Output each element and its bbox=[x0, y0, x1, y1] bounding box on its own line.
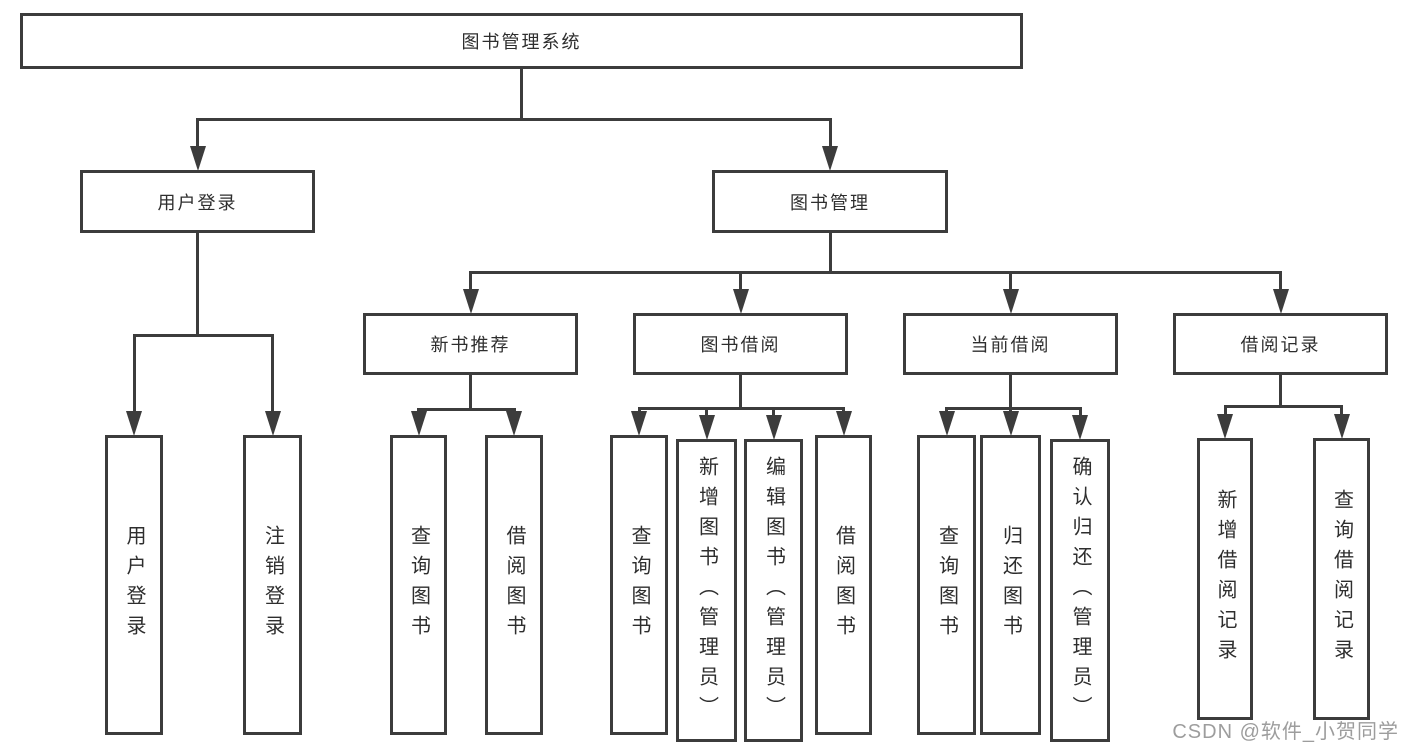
edge-bus-user-login bbox=[132, 333, 274, 337]
node-box-leaf-add-borrow-record: 新增借阅记录 bbox=[1197, 438, 1253, 720]
arrowhead-icon-new-book-rec bbox=[462, 289, 479, 314]
node-label-leaf-borrow-books-rec: 借阅图书 bbox=[503, 525, 525, 645]
node-box-leaf-confirm-return: 确认归还（管理员） bbox=[1050, 439, 1110, 742]
edge-bus-book-mgmt bbox=[469, 270, 1282, 274]
arrowhead-icon-book-mgmt bbox=[822, 146, 838, 171]
arrowhead-icon-leaf-logout bbox=[264, 411, 281, 436]
arrowhead-icon-current-borrow bbox=[1002, 289, 1019, 314]
edge-bus-new-book-rec bbox=[417, 407, 516, 411]
edge-stem-root bbox=[520, 69, 523, 119]
node-box-leaf-query-books-rec: 查询图书 bbox=[390, 435, 447, 735]
edge-drop-leaf-user-login bbox=[132, 335, 136, 429]
arrowhead-icon-book-borrow bbox=[732, 289, 749, 314]
node-label-book-borrow: 图书借阅 bbox=[700, 335, 781, 355]
node-label-new-book-rec: 新书推荐 bbox=[430, 335, 511, 355]
node-box-leaf-borrow-books: 借阅图书 bbox=[815, 435, 872, 735]
node-label-leaf-user-login: 用户登录 bbox=[123, 525, 145, 645]
node-box-leaf-user-login: 用户登录 bbox=[105, 435, 163, 735]
arrowhead-icon-leaf-query-books-borrow bbox=[631, 411, 647, 436]
node-box-leaf-return-books: 归还图书 bbox=[980, 435, 1041, 735]
arrowhead-icon-user-login bbox=[189, 146, 206, 171]
edge-stem-current-borrow bbox=[1009, 375, 1012, 408]
node-label-leaf-query-books-borrow: 查询图书 bbox=[628, 525, 650, 645]
node-box-user-login: 用户登录 bbox=[80, 170, 315, 233]
node-label-leaf-add-borrow-record: 新增借阅记录 bbox=[1214, 489, 1236, 669]
node-label-book-mgmt: 图书管理 bbox=[790, 192, 870, 213]
node-box-leaf-logout: 注销登录 bbox=[243, 435, 302, 735]
node-box-root: 图书管理系统 bbox=[20, 13, 1023, 69]
node-box-current-borrow: 当前借阅 bbox=[903, 313, 1118, 375]
node-box-leaf-query-books-borrow: 查询图书 bbox=[610, 435, 668, 735]
node-label-user-login: 用户登录 bbox=[157, 192, 238, 213]
csdn-watermark: CSDN @软件_小贺同学 bbox=[1172, 721, 1399, 743]
arrowhead-icon-leaf-add-books bbox=[698, 415, 715, 440]
edge-stem-book-borrow bbox=[739, 375, 742, 408]
edge-bus-book-borrow bbox=[637, 406, 845, 410]
node-label-leaf-query-borrow-record: 查询借阅记录 bbox=[1330, 489, 1353, 669]
node-label-leaf-borrow-books: 借阅图书 bbox=[832, 525, 855, 645]
arrowhead-icon-leaf-user-login bbox=[126, 411, 142, 436]
arrowhead-icon-leaf-add-borrow-record bbox=[1217, 414, 1233, 439]
edge-stem-user-login bbox=[196, 233, 199, 335]
node-label-current-borrow: 当前借阅 bbox=[970, 335, 1051, 355]
edge-drop-book-mgmt bbox=[828, 119, 832, 164]
node-box-leaf-query-borrow-record: 查询借阅记录 bbox=[1313, 438, 1370, 720]
arrowhead-icon-leaf-borrow-books bbox=[835, 411, 852, 436]
node-label-leaf-confirm-return: 确认归还（管理员） bbox=[1069, 455, 1091, 726]
arrowhead-icon-leaf-confirm-return bbox=[1072, 415, 1088, 440]
node-box-leaf-query-books-current: 查询图书 bbox=[917, 435, 976, 735]
node-box-leaf-borrow-books-rec: 借阅图书 bbox=[485, 435, 543, 735]
node-label-borrow-records: 借阅记录 bbox=[1240, 335, 1321, 355]
arrowhead-icon-borrow-records bbox=[1272, 289, 1289, 314]
node-label-leaf-return-books: 归还图书 bbox=[999, 525, 1022, 645]
edge-bus-borrow-records bbox=[1223, 404, 1343, 408]
node-label-leaf-logout: 注销登录 bbox=[261, 525, 284, 645]
arrowhead-icon-leaf-edit-books bbox=[765, 415, 782, 440]
edge-drop-user-login bbox=[196, 119, 199, 164]
arrowhead-icon-leaf-borrow-books-rec bbox=[506, 411, 522, 436]
node-label-leaf-query-books-current: 查询图书 bbox=[935, 525, 958, 645]
edge-bus-root bbox=[196, 117, 832, 121]
node-box-leaf-add-books: 新增图书（管理员） bbox=[676, 439, 737, 742]
node-box-borrow-records: 借阅记录 bbox=[1173, 313, 1388, 375]
edge-bus-current-borrow bbox=[945, 406, 1082, 410]
arrowhead-icon-leaf-return-books bbox=[1002, 411, 1019, 436]
node-box-leaf-edit-books: 编辑图书（管理员） bbox=[744, 439, 803, 742]
node-box-new-book-rec: 新书推荐 bbox=[363, 313, 578, 375]
arrowhead-icon-leaf-query-books-current bbox=[938, 411, 955, 436]
edge-stem-new-book-rec bbox=[469, 375, 472, 409]
node-label-leaf-query-books-rec: 查询图书 bbox=[407, 525, 430, 645]
node-label-leaf-add-books: 新增图书（管理员） bbox=[695, 455, 718, 726]
arrowhead-icon-leaf-query-books-rec bbox=[410, 411, 427, 436]
edge-drop-leaf-logout bbox=[271, 335, 274, 429]
edge-stem-book-mgmt bbox=[828, 233, 832, 272]
arrowhead-icon-leaf-query-borrow-record bbox=[1333, 414, 1350, 439]
node-box-book-borrow: 图书借阅 bbox=[633, 313, 848, 375]
edge-stem-borrow-records bbox=[1279, 375, 1282, 406]
node-box-book-mgmt: 图书管理 bbox=[712, 170, 948, 233]
node-label-root: 图书管理系统 bbox=[461, 32, 582, 52]
node-label-leaf-edit-books: 编辑图书（管理员） bbox=[762, 455, 785, 726]
